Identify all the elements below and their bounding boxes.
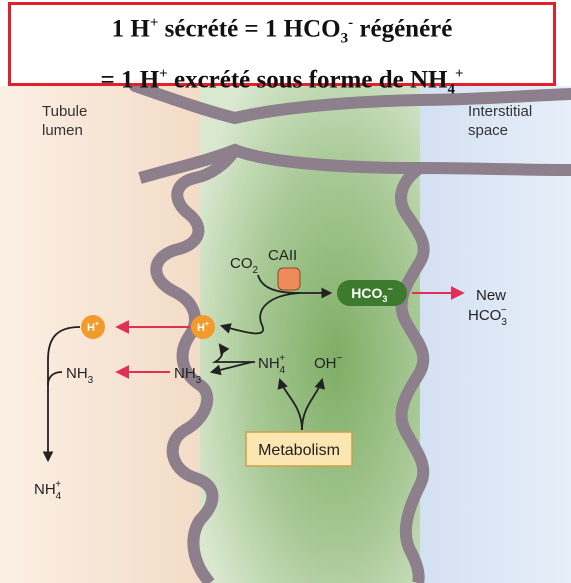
lumen-nh4-formation-arrow bbox=[42, 326, 81, 463]
lumen-label-line1: Tubule bbox=[42, 103, 87, 120]
basolateral-membrane bbox=[395, 163, 430, 583]
metabolism-box bbox=[245, 431, 353, 467]
cell-membrane bbox=[150, 146, 240, 583]
oh-label: OH− bbox=[314, 353, 343, 372]
nh4-to-nh3-arrow bbox=[211, 343, 255, 363]
h-ion-cell-label: H+ bbox=[197, 321, 209, 334]
title-line-1: 1 H+ sécrété = 1 HCO3- régénéré bbox=[111, 15, 453, 47]
nh3-cell-label: NH3 bbox=[174, 365, 202, 386]
nh4-lumen-label: NH4+ bbox=[34, 479, 62, 502]
lumen-nh3-join-line bbox=[47, 371, 63, 386]
summary-title-box: 1 H+ sécrété = 1 HCO3- régénéré = 1 H+ e… bbox=[8, 2, 556, 98]
new-hco3-label: HCO3− bbox=[468, 305, 507, 328]
h-ion-lumen bbox=[81, 315, 105, 339]
metabolism-label: Metabolism bbox=[258, 442, 340, 459]
new-label: New bbox=[476, 287, 506, 304]
title-line-2: = 1 H+ excrété sous forme de NH4+ bbox=[100, 66, 464, 98]
interstitial-label-line1: Interstitial bbox=[468, 103, 532, 120]
hco3-pill-label: HCO3− bbox=[351, 284, 392, 304]
lumen-label-line2: lumen bbox=[42, 122, 83, 139]
caii-label: CAII bbox=[268, 247, 297, 264]
nh4-cell-label: NH4+ bbox=[258, 353, 286, 376]
metabolism-to-oh-arrow bbox=[301, 377, 325, 431]
interstitial-background bbox=[420, 86, 571, 583]
interstitial-label-line2: space bbox=[468, 122, 508, 139]
tight-junction-membrane bbox=[129, 80, 571, 125]
caii-enzyme bbox=[277, 267, 301, 291]
hco3-pill bbox=[337, 280, 407, 306]
nh3-lumen-label: NH3 bbox=[66, 365, 94, 386]
h-ion-cell bbox=[191, 315, 215, 339]
co2-label: CO2 bbox=[230, 255, 259, 276]
h-ion-lumen-label: H+ bbox=[87, 321, 99, 334]
h-formation-curve bbox=[219, 292, 301, 335]
nh4-to-nh3-line bbox=[209, 361, 253, 376]
tight-junction-membrane-lower bbox=[138, 143, 571, 184]
